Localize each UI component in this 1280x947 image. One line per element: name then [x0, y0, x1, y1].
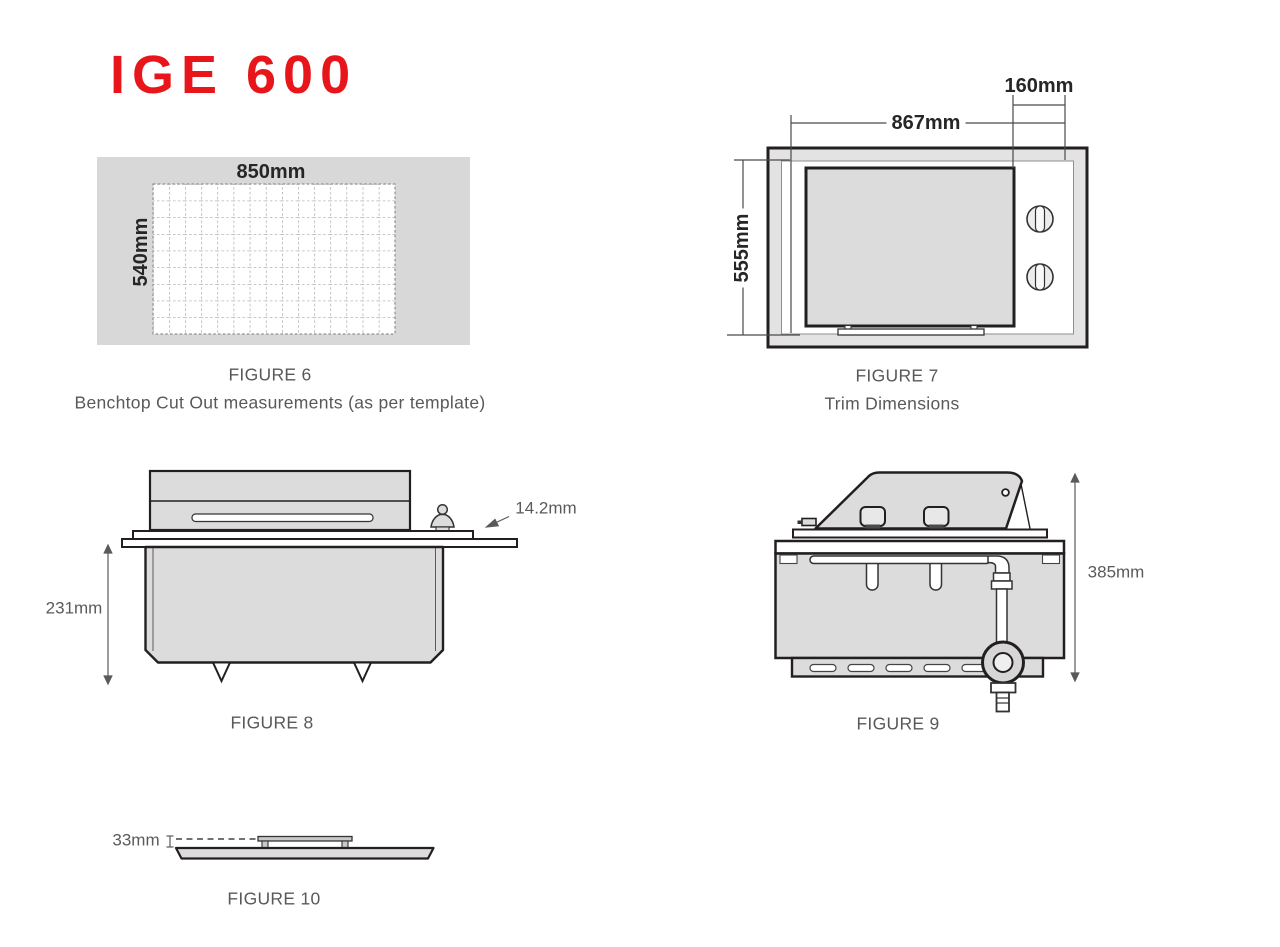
door-glass: [804, 166, 1016, 328]
figure9-drawing: [774, 471, 1080, 713]
figure8-drawing: [103, 469, 518, 686]
inlet-nut: [990, 682, 1017, 694]
inlet-thread: [995, 691, 1010, 713]
dim-33mm-label: 33mm: [112, 830, 160, 850]
gas-pipe-assembly: [981, 555, 1025, 713]
figure9-dimension-lines: [1070, 472, 1080, 683]
figure7-title: FIGURE 7: [855, 365, 939, 386]
figure10-drawing: [166, 835, 435, 860]
ignition-knob: [430, 503, 455, 532]
figure8-dimension-lines: [103, 515, 510, 686]
figure8-title: FIGURE 8: [230, 712, 314, 733]
foot-left: [211, 661, 232, 684]
pipe-coupling-upper: [992, 572, 1011, 582]
trim-flange-upper: [132, 530, 474, 540]
hinge-pin-tip: [797, 520, 803, 524]
gas-pipe: [995, 588, 1008, 644]
figure10-dimension-lines: [166, 835, 174, 848]
dim-385mm-label: 385mm: [1087, 562, 1145, 582]
flange-slots: [809, 663, 989, 673]
figure6-title: FIGURE 6: [228, 364, 312, 385]
figure6-drawing: [97, 157, 470, 345]
door-plinth: [837, 328, 985, 336]
top-plate: [792, 528, 1048, 539]
figure7-caption: Trim Dimensions: [824, 393, 960, 414]
regulator-port: [992, 652, 1014, 673]
figure10-title: FIGURE 10: [227, 888, 321, 909]
sub-bench-body: [144, 545, 445, 664]
dim-231mm-label: 231mm: [45, 598, 103, 618]
trim-profile-plate: [174, 846, 435, 860]
dim-14-2mm-label: 14.2mm: [515, 498, 577, 518]
dim-555mm-label: 555mm: [731, 208, 753, 288]
cutout-grid-border: [152, 183, 396, 335]
corner-tab-left: [779, 554, 798, 565]
control-knob-top: [1026, 205, 1054, 233]
corner-tab-right: [1041, 554, 1061, 565]
bracket-support-edge: [1020, 483, 1031, 529]
dim-850mm-label: 850mm: [236, 161, 306, 183]
figure7-drawing: [727, 95, 1089, 349]
mounting-bracket: [814, 471, 1024, 530]
pipe-coupling-lower: [990, 580, 1013, 590]
foot-right: [352, 661, 373, 684]
dim-160mm-label: 160mm: [1004, 75, 1074, 97]
trivet-bar: [257, 835, 353, 842]
control-knob-bottom: [1026, 263, 1054, 291]
figure9-title: FIGURE 9: [856, 713, 940, 734]
manifold-tube: [809, 555, 991, 565]
burner-knob-left: [859, 506, 886, 529]
main-body: [774, 552, 1066, 660]
dim-540mm-label: 540mm: [130, 217, 152, 287]
vent-slot: [191, 513, 374, 523]
page-title: IGE 600: [110, 45, 358, 105]
bracket-hole: [1001, 488, 1010, 497]
burner-knob-right: [923, 506, 950, 529]
dim-867mm-label: 867mm: [886, 112, 966, 134]
hinge-pin: [801, 517, 817, 527]
top-rail: [774, 539, 1066, 555]
cutout-grid: [153, 184, 395, 334]
figure6-caption: Benchtop Cut Out measurements (as per te…: [74, 392, 486, 413]
